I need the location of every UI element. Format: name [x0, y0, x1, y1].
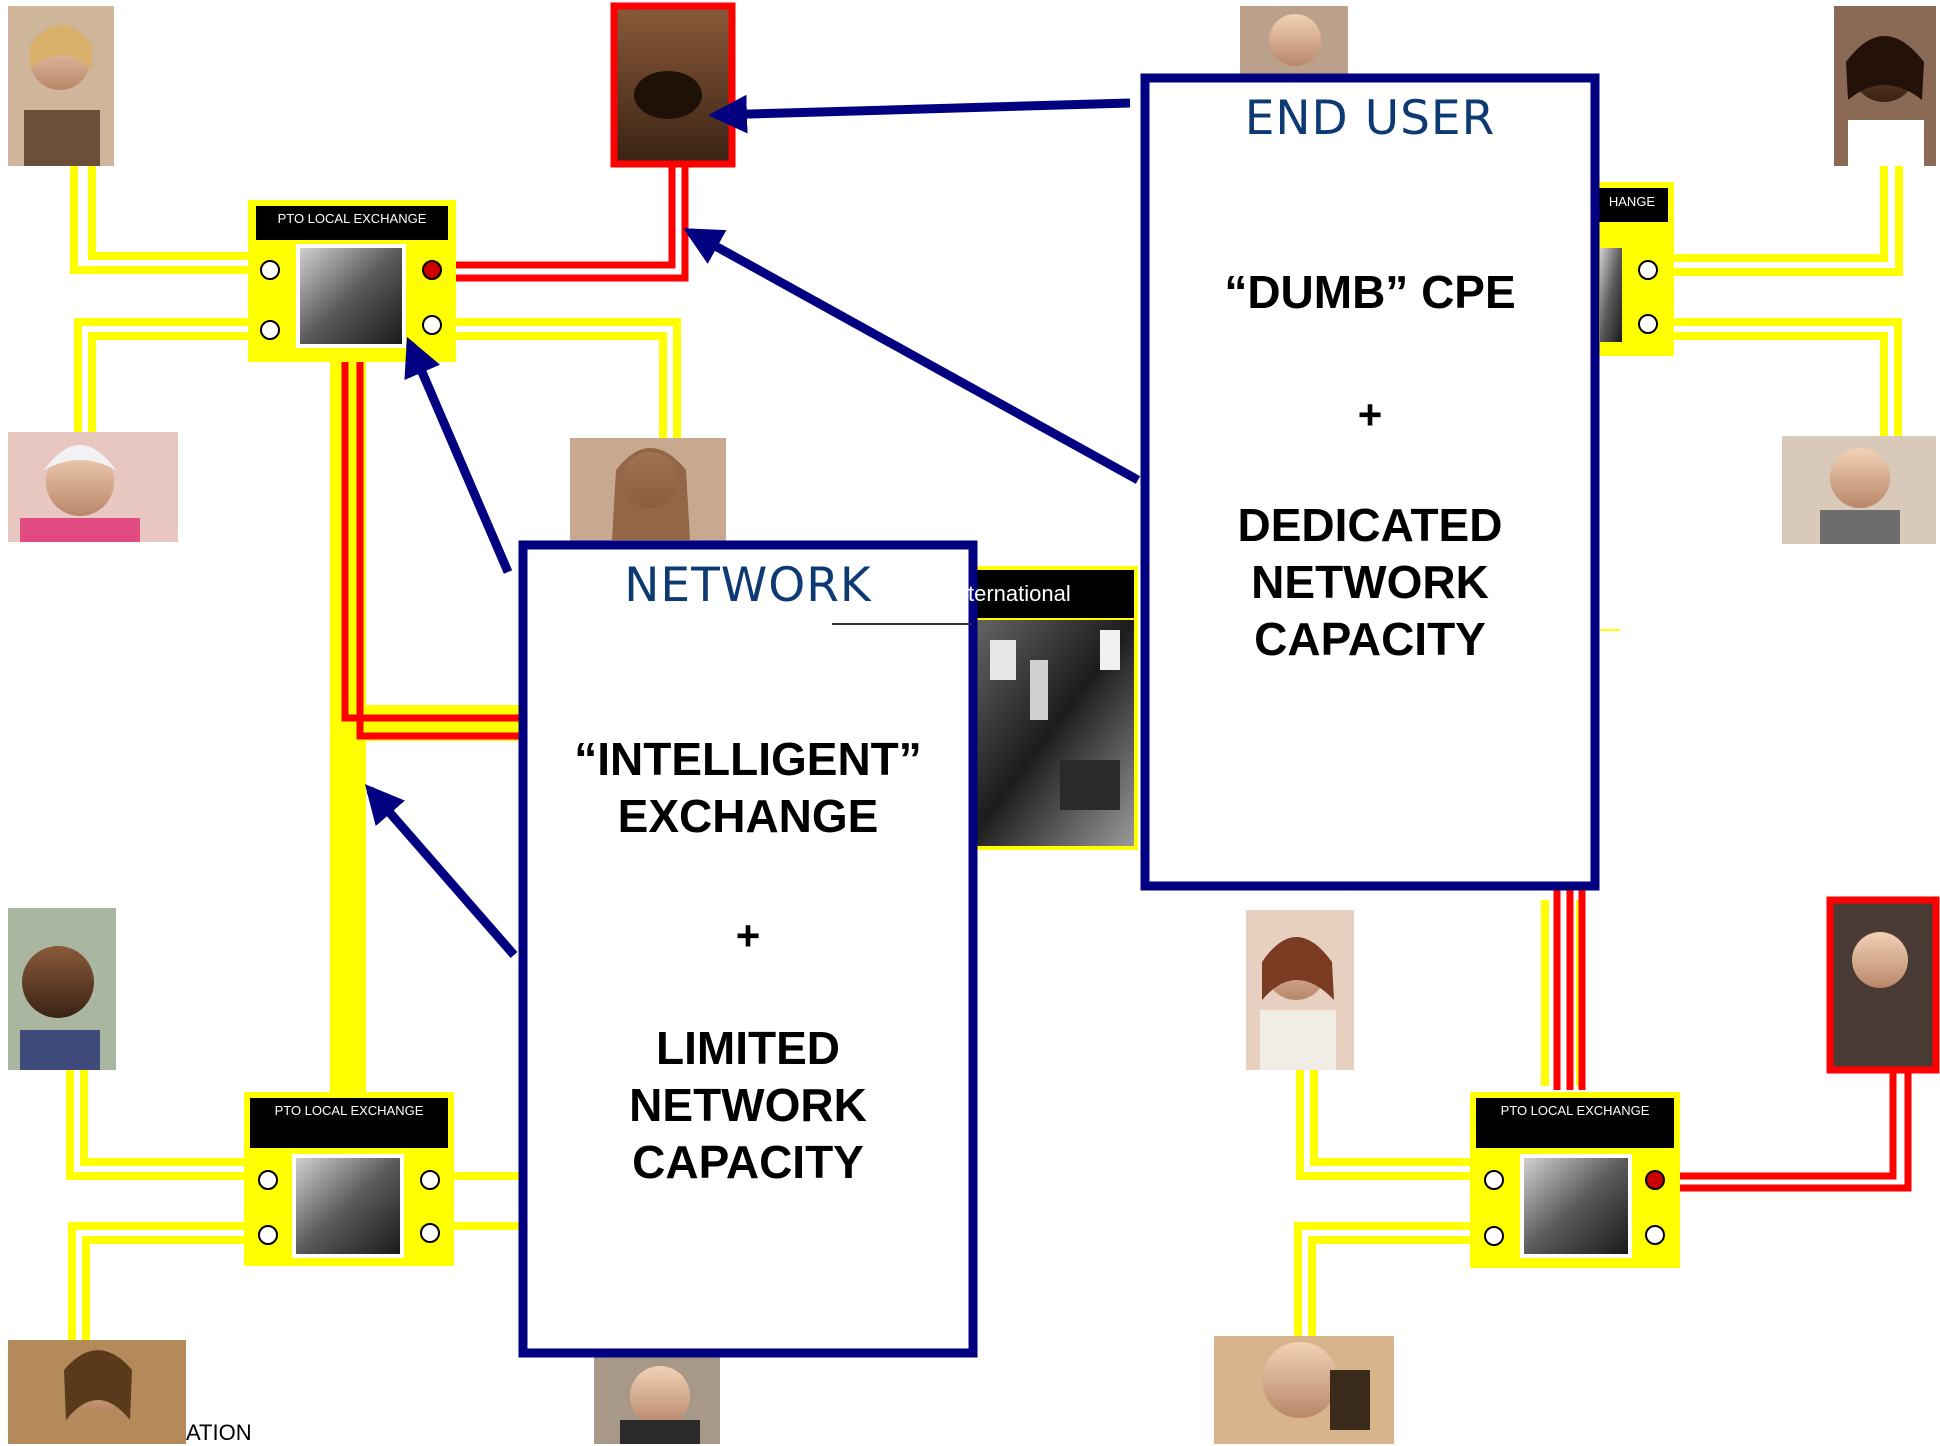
- exchange-top-right: [1590, 182, 1674, 356]
- person-photo-13: [1214, 1336, 1394, 1444]
- person-photo-6: [570, 438, 726, 542]
- end-user-box-line1: “DUMB” CPE: [1224, 266, 1516, 318]
- exchange-label-top-right: HANGE: [1608, 194, 1656, 209]
- network-box-plus: +: [735, 912, 761, 959]
- person-photo-11: [8, 1340, 186, 1444]
- person-photo-12: [594, 1356, 720, 1444]
- network-box-line1: “INTELLIGENT”: [574, 733, 922, 785]
- exchange-label-top-left: PTO LOCAL EXCHANGE: [277, 211, 427, 226]
- exchange-label-international: ternational: [968, 581, 1071, 606]
- end-user-box-line4: CAPACITY: [1254, 613, 1486, 665]
- arrow-to-top-left-exchange: [404, 336, 513, 574]
- exchange-bottom-left: [244, 1092, 454, 1266]
- exchange-label-bottom-right: PTO LOCAL EXCHANGE: [1500, 1103, 1650, 1118]
- exchange-bottom-right: [1470, 1092, 1680, 1268]
- person-photo-10-highlighted: [1826, 896, 1940, 1074]
- arrow-to-trunk: [364, 784, 518, 958]
- person-photo-7: [1782, 436, 1936, 544]
- end-user-box-line3: NETWORK: [1251, 556, 1489, 608]
- person-photo-8: [8, 908, 116, 1070]
- person-photo-9: [1246, 910, 1354, 1070]
- end-user-box: [1140, 73, 1600, 891]
- network-box-title: NETWORK: [624, 558, 872, 613]
- person-photo-1: [8, 6, 114, 166]
- footer-fragment-label: ATION: [186, 1420, 252, 1445]
- end-user-box-line2: DEDICATED: [1237, 499, 1503, 551]
- person-photo-2-highlighted: [610, 2, 736, 168]
- exchange-top-left: [248, 200, 456, 362]
- network-box-line4: NETWORK: [629, 1079, 867, 1131]
- network-box: [518, 540, 978, 1358]
- arrows: [364, 94, 1141, 958]
- red-lines: [341, 162, 1912, 1192]
- person-photo-3: [1240, 6, 1348, 76]
- exchange-international: [960, 566, 1138, 850]
- arrow-to-top-red-line: [683, 228, 1141, 484]
- end-user-box-plus: +: [1357, 391, 1383, 438]
- exchange-label-bottom-left: PTO LOCAL EXCHANGE: [274, 1103, 424, 1118]
- arrow-to-top-user: [708, 94, 1131, 134]
- network-box-line3: LIMITED: [656, 1022, 840, 1074]
- person-photo-4: [1834, 6, 1936, 166]
- network-box-line2: EXCHANGE: [617, 790, 879, 842]
- person-photo-5: [8, 432, 178, 542]
- end-user-box-title: END USER: [1244, 91, 1496, 146]
- network-box-line5: CAPACITY: [632, 1136, 864, 1188]
